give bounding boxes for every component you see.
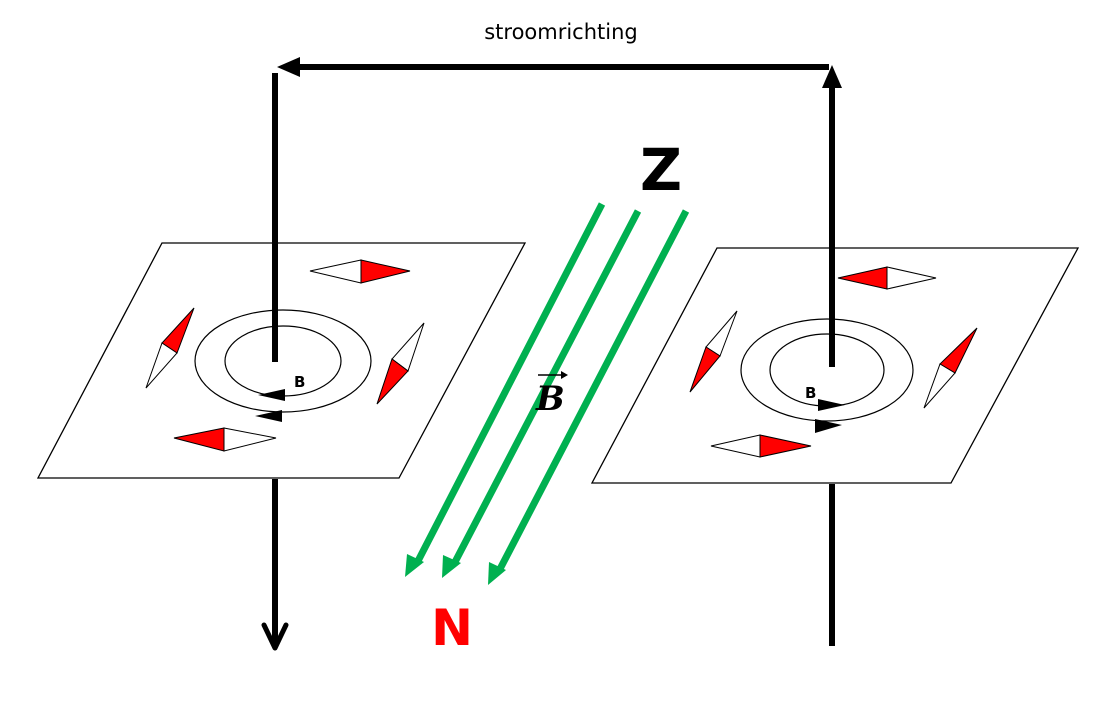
field-line-3-arrowhead <box>488 562 506 585</box>
field-line-2 <box>451 209 642 564</box>
field-line-2-arrowhead <box>442 555 461 578</box>
compass-north-half <box>360 259 411 284</box>
compass-south-half <box>923 363 956 409</box>
field-line-1 <box>414 202 606 563</box>
field-line-3 <box>496 209 690 571</box>
top-wire-arrowhead-left <box>277 57 300 77</box>
left-compass-bottom <box>173 427 277 452</box>
field-vector-label: B <box>535 371 568 419</box>
right-field-line-outer <box>740 318 914 422</box>
right-compass-left <box>689 310 738 393</box>
compass-south-half <box>145 342 178 389</box>
left-field-line-outer <box>194 309 372 413</box>
left-plane-surface <box>36 242 527 479</box>
left-compass-top <box>309 259 411 284</box>
left-field-arrow-inner <box>258 389 285 401</box>
right-compass-bottom <box>710 434 812 458</box>
external-field-lines <box>405 202 690 585</box>
compass-south-half <box>223 427 277 452</box>
compass-south-half <box>886 266 937 290</box>
field-line-1-arrowhead <box>405 554 424 577</box>
south-pole-label: Z <box>640 136 682 204</box>
left-field-arrow-outer <box>255 410 282 422</box>
compass-north-half <box>376 358 409 405</box>
left-compass-left <box>145 307 195 389</box>
left-wire-arrowhead-down <box>261 622 289 651</box>
top-wire <box>277 57 829 77</box>
right-wire-arrowhead-up <box>822 65 842 88</box>
right-field-label: B <box>805 384 816 402</box>
current-direction-label: stroomrichting <box>484 20 638 44</box>
left-compass-right <box>376 322 425 405</box>
field-vector-symbol: B <box>535 379 565 419</box>
compass-north-half <box>759 434 812 458</box>
vector-arrow-head <box>561 371 568 379</box>
right-compass-top <box>837 266 937 290</box>
right-plane: B <box>590 247 1080 484</box>
left-field-label: B <box>294 373 305 391</box>
compass-north-half <box>689 346 721 393</box>
right-field-arrow-inner <box>818 399 845 411</box>
left-plane: B <box>36 242 527 479</box>
right-field-arrow-outer <box>815 419 842 433</box>
left-wire-lower <box>261 479 289 651</box>
right-compass-right <box>923 327 978 409</box>
north-pole-label: N <box>431 599 473 657</box>
